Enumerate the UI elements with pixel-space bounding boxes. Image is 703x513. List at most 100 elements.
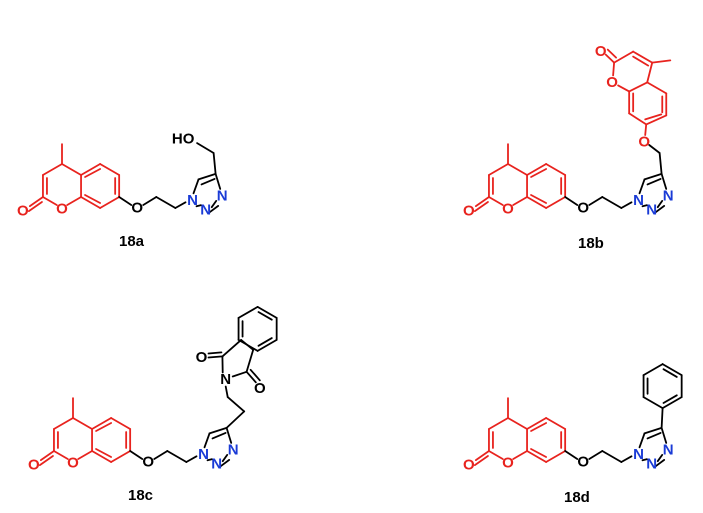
upper-ring-oxygen: O [606, 74, 618, 91]
triazole-bond [192, 178, 200, 195]
triazole-n3: N [663, 187, 674, 204]
triazole-bond [197, 172, 217, 181]
phthalimide-benzene-bond [237, 305, 259, 319]
triazole-bond [638, 432, 646, 449]
triazole-n1: N [633, 192, 644, 209]
upper-methyl-bond [651, 59, 672, 64]
coumarin-bond [526, 450, 548, 463]
coumarin-bond [507, 163, 528, 176]
carbonyl-double-bond [27, 201, 43, 213]
triazole-bond [641, 458, 648, 462]
carbonyl-double-bond [473, 201, 489, 213]
triazole-bond [641, 204, 648, 208]
ether-oxygen-upper: O [638, 134, 650, 151]
coumarin-double-bond [95, 422, 113, 432]
imide-bond [245, 348, 255, 373]
triazole-bond [208, 426, 228, 435]
linker-bond [601, 196, 623, 209]
coumarin-bond [77, 450, 93, 460]
coumarin-bond [42, 196, 58, 206]
ether-bond [564, 196, 579, 206]
imide-bond [231, 370, 248, 378]
phenyl-bond [660, 407, 664, 429]
carbonyl-oxygen: O [463, 457, 475, 474]
coumarin-bond [488, 450, 504, 460]
coumarin-bond [80, 196, 102, 209]
coumarin-bond [545, 417, 567, 430]
coumarin-double-bond [530, 422, 548, 432]
triazole-bond [221, 453, 229, 463]
hydroxymethyl-bond [212, 152, 217, 175]
ether-oxygen: O [142, 454, 154, 471]
ether-bond [564, 450, 579, 460]
triazole-bond [656, 453, 664, 463]
triazole-double-bond [208, 204, 220, 214]
coumarin-bond [72, 417, 93, 430]
upper-bond [617, 84, 631, 93]
triazole-n2: N [200, 202, 211, 219]
triazole-bond [660, 426, 668, 444]
triazole-bond [643, 172, 663, 181]
ether-oxygen: O [577, 200, 589, 217]
triazole-bond [214, 172, 222, 190]
ether-oxygen: O [131, 200, 143, 217]
triazole-n1: N [633, 446, 644, 463]
upper-bond [632, 50, 654, 64]
upper-double-bond [632, 55, 650, 67]
linker-bond [174, 201, 187, 209]
coumarin-bond [526, 163, 548, 176]
linker-bond [588, 196, 604, 206]
benzene-double-bond [257, 311, 273, 321]
upper-benzene-bond [628, 112, 648, 126]
coumarin-bond [61, 163, 82, 176]
triazole-double-bond [646, 177, 662, 186]
ether-bond [648, 144, 661, 154]
triazole-bond [206, 458, 213, 462]
phenyl-bond [642, 363, 664, 377]
triazole-n3: N [663, 441, 674, 458]
triazole-bond [225, 426, 233, 444]
triazole-double-bond [654, 458, 666, 468]
ring-oxygen: O [56, 201, 68, 218]
coumarin-double-bond [530, 168, 548, 178]
carbonyl-bond [474, 196, 490, 208]
linker-bond [185, 455, 198, 463]
upper-bond [613, 50, 635, 64]
label-18a: 18a [119, 233, 145, 250]
upper-benzene-bond [628, 81, 649, 93]
coumarin-bond [53, 450, 69, 460]
linker-bond [588, 450, 604, 460]
coumarin-double-bond [530, 194, 548, 204]
triazole-double-bond [646, 431, 662, 440]
coumarin-bond [91, 450, 113, 463]
hydroxyl-label: HO [172, 131, 195, 148]
coumarin-bond [545, 163, 567, 176]
phenyl-bond [661, 396, 683, 410]
carbonyl-bond [245, 370, 257, 384]
upper-bond [646, 61, 654, 84]
coumarin-bond [53, 417, 74, 430]
benzene-double-bond [662, 368, 678, 378]
linker-bond [620, 201, 633, 209]
coumarin-bond [545, 450, 567, 463]
triazole-bond [203, 432, 211, 449]
carbonyl-double-bond [473, 455, 489, 467]
phthalimide-benzene-bond [256, 338, 278, 352]
label-18d: 18d [564, 489, 590, 506]
upper-carbonyl-double [606, 48, 618, 59]
triazole-double-bond [654, 204, 666, 214]
ethyl-bond [226, 396, 246, 413]
ether-bond [129, 450, 144, 460]
coumarin-bond [512, 196, 528, 206]
upper-carbonyl-bond [604, 53, 616, 64]
carbonyl-bond [474, 450, 490, 462]
ring-oxygen: O [502, 455, 514, 472]
coumarin-bond [91, 417, 113, 430]
coumarin-bond [110, 450, 132, 463]
carbonyl-oxygen: O [463, 203, 475, 220]
coumarin-bond [545, 196, 567, 209]
ring-oxygen: O [502, 201, 514, 218]
upper-carbonyl-oxygen: O [595, 43, 607, 60]
